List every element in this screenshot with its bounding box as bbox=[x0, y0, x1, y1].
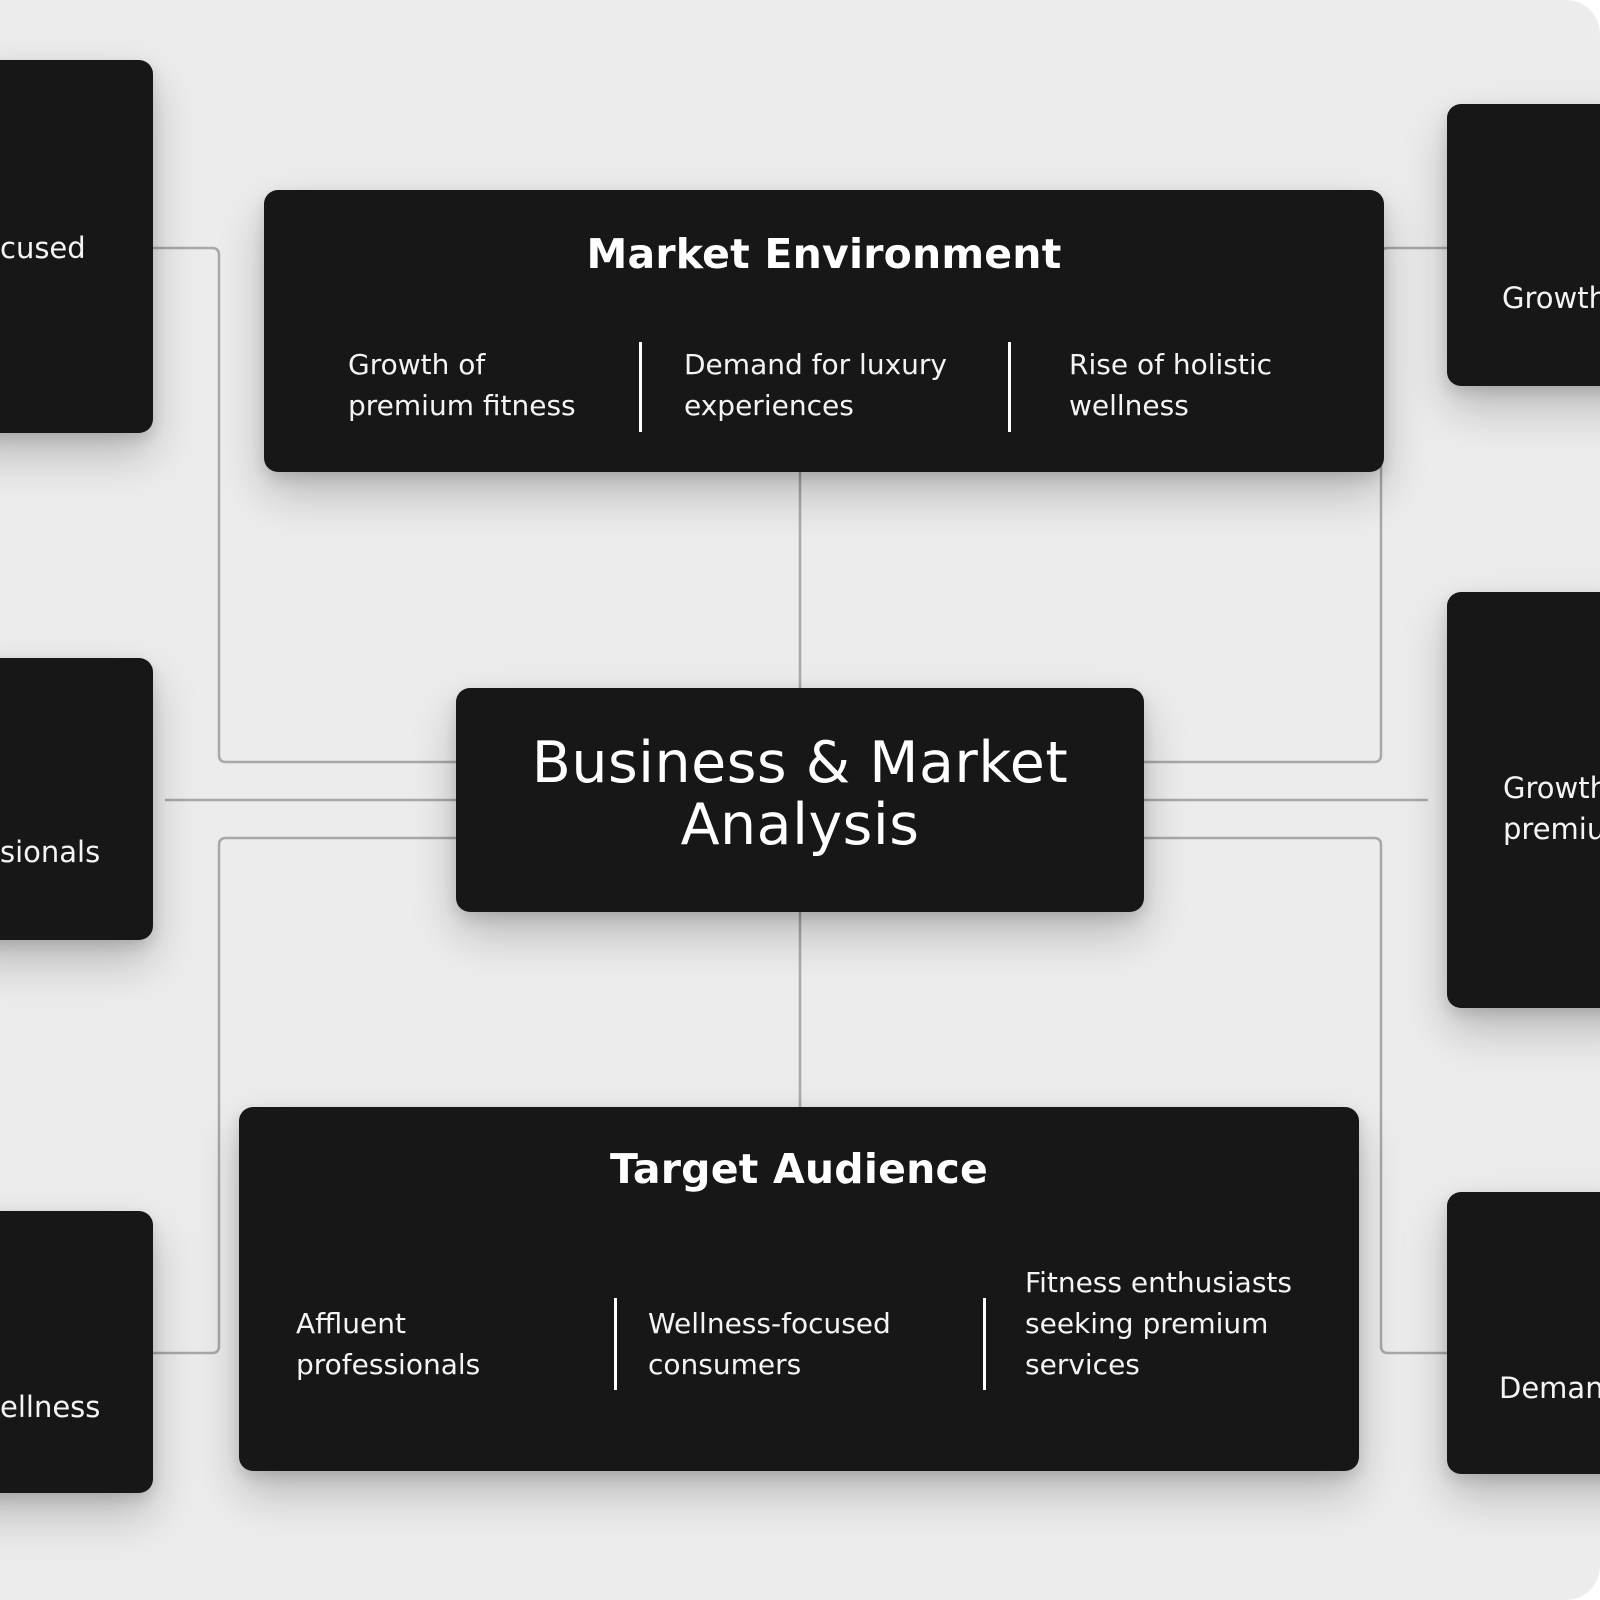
left-node-top-label: cused bbox=[0, 231, 86, 265]
connector-left-top bbox=[153, 246, 456, 764]
divider bbox=[1008, 342, 1011, 432]
market-environment-item: Rise of holistic wellness bbox=[1069, 348, 1273, 422]
target-audience-title: Target Audience bbox=[609, 1145, 989, 1193]
right-node-middle-label: Growth premiu bbox=[1503, 771, 1600, 846]
divider bbox=[639, 342, 642, 432]
target-audience-item: Fitness enthusiasts seeking premium serv… bbox=[1025, 1266, 1292, 1381]
left-node-middle: sionals bbox=[0, 658, 153, 940]
right-node-middle: Growth premiu bbox=[1447, 592, 1600, 1008]
connector-left-bottom bbox=[153, 836, 456, 1355]
target-audience-card: Target Audience Affluent professionals W… bbox=[239, 1107, 1359, 1471]
divider bbox=[614, 1298, 617, 1390]
right-node-top: Growth bbox=[1447, 104, 1600, 386]
left-node-bottom: ellness bbox=[0, 1211, 153, 1493]
left-node-top: cused bbox=[0, 60, 153, 433]
market-environment-card: Market Environment Growth of premium fit… bbox=[264, 190, 1384, 472]
connector-right-top bbox=[1144, 246, 1447, 764]
market-environment-title: Market Environment bbox=[586, 230, 1062, 278]
target-audience-item: Affluent professionals bbox=[296, 1307, 481, 1381]
left-node-bottom-label: ellness bbox=[0, 1390, 101, 1424]
target-audience-item: Wellness-focused consumers bbox=[648, 1307, 891, 1381]
right-node-bottom-label: Deman bbox=[1499, 1371, 1600, 1405]
divider bbox=[983, 1298, 986, 1390]
market-environment-item: Growth of premium fitness bbox=[348, 348, 576, 422]
right-node-bottom: Deman bbox=[1447, 1192, 1600, 1474]
left-node-middle-label: sionals bbox=[0, 835, 101, 869]
connector-right-bottom bbox=[1144, 836, 1447, 1355]
center-title: Business & Market Analysis bbox=[531, 730, 1069, 858]
market-environment-item: Demand for luxury experiences bbox=[684, 348, 947, 422]
right-node-top-label: Growth bbox=[1502, 281, 1600, 315]
center-node: Business & Market Analysis bbox=[456, 688, 1144, 912]
